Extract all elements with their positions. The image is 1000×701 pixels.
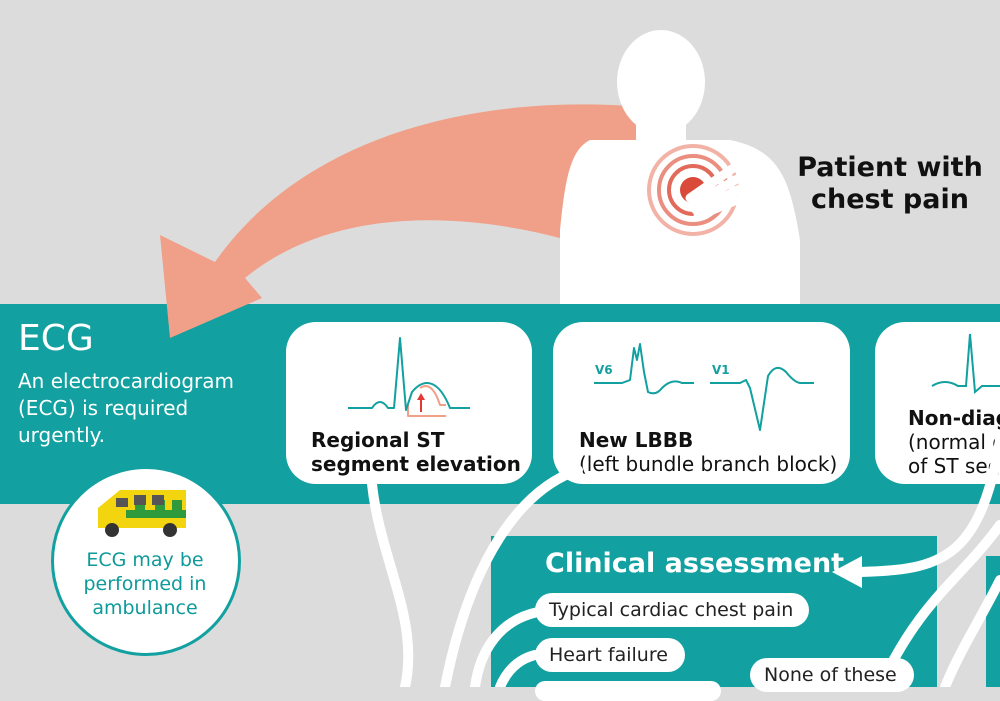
- card-regional-st-line2: segment elevation: [311, 452, 521, 476]
- lead-v1-label: V1: [712, 363, 730, 377]
- pill-partial: [535, 681, 721, 701]
- ecg-title: ECG: [18, 318, 94, 359]
- pill-heart-failure: Heart failure: [535, 638, 685, 672]
- ecg-description: An electrocardiogram (ECG) is required u…: [18, 369, 235, 447]
- lbbb-v6-waveform: [594, 343, 694, 395]
- ambulance-text-line2: performed in: [83, 573, 207, 595]
- hand-icon: [685, 157, 751, 221]
- ambulance-icon: [98, 490, 186, 537]
- flow-line-heart-failure: [495, 650, 540, 687]
- flow-line-st: [367, 479, 414, 687]
- pill-typical-chest-pain: Typical cardiac chest pain: [535, 593, 809, 627]
- patient-label-line1: Patient with: [797, 152, 983, 183]
- patient-label-line2: chest pain: [811, 184, 969, 215]
- card-non-diagnostic: [875, 322, 1000, 484]
- card-regional-st-label: Regional ST segment elevation: [311, 428, 521, 476]
- card-non-diagnostic-title: Non-diag: [908, 406, 1000, 430]
- flow-line-typical: [470, 607, 543, 687]
- pill-none-of-these: None of these: [750, 658, 914, 692]
- flow-line-right: [940, 575, 1000, 687]
- flow-line-to-assessment: [855, 435, 1000, 577]
- card-new-lbbb: [553, 322, 850, 484]
- lbbb-v1-waveform: [710, 366, 814, 431]
- card-non-diagnostic-sub2: of ST segr: [908, 454, 1000, 478]
- flow-line-lbbb: [440, 465, 583, 687]
- non-diagnostic-waveform: [931, 333, 1000, 395]
- card-new-lbbb-label: New LBBB (left bundle branch block): [579, 428, 837, 476]
- arrow-head-to-assessment: [832, 556, 862, 588]
- clinical-assessment-title: Clinical assessment: [545, 548, 845, 579]
- patient-label: Patient with chest pain: [780, 152, 1000, 216]
- ambulance-text-line3: ambulance: [92, 597, 198, 619]
- card-new-lbbb-title: New LBBB: [579, 428, 694, 452]
- card-regional-st-line1: Regional ST: [311, 428, 445, 452]
- ambulance-text-line1: ECG may be: [86, 549, 204, 571]
- card-new-lbbb-subtitle: (left bundle branch block): [579, 452, 838, 476]
- lead-v6-label: V6: [595, 363, 613, 377]
- ambulance-text: ECG may be performed in ambulance: [55, 548, 235, 620]
- patient-to-ecg-arrow: [160, 104, 655, 338]
- card-non-diagnostic-label: Non-diag (normal o of ST segr: [908, 406, 1000, 478]
- st-elevation-waveform: [348, 337, 470, 417]
- card-non-diagnostic-sub1: (normal o: [908, 430, 1000, 454]
